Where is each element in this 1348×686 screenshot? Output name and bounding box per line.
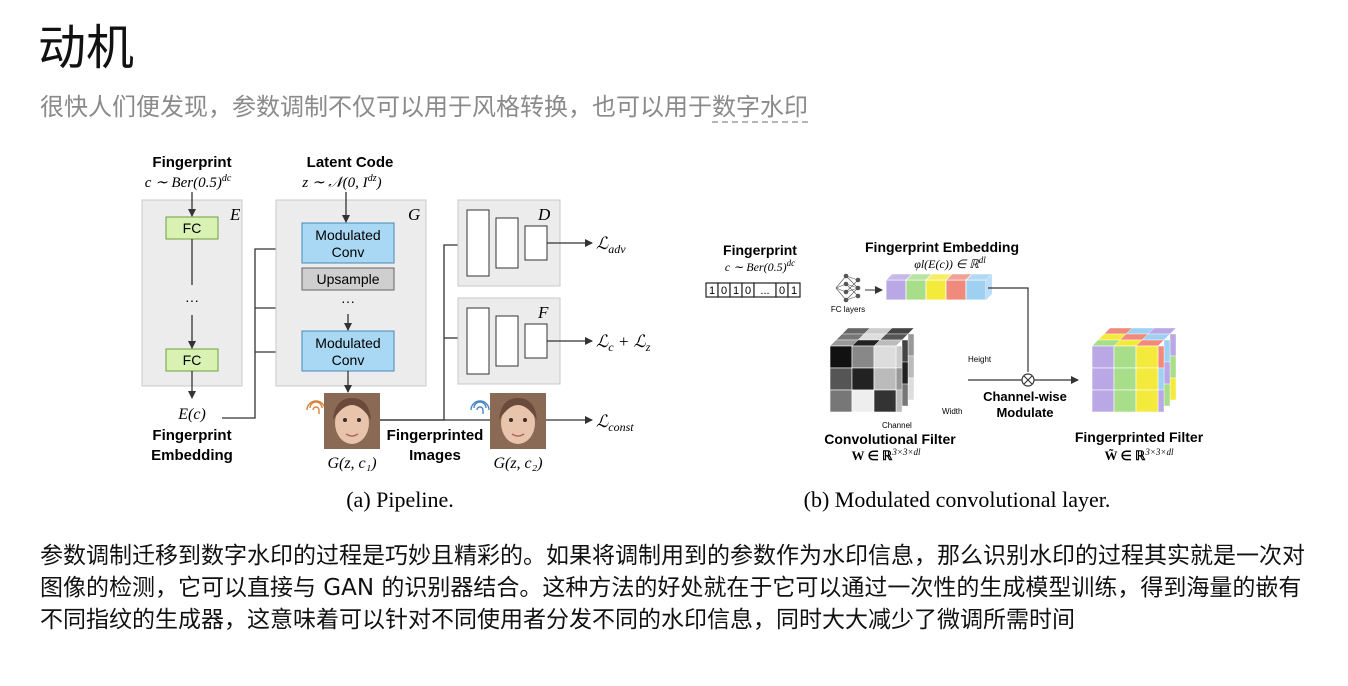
cube-cell xyxy=(829,345,853,369)
pipeline-fingerprint-label: Fingerprint xyxy=(152,154,231,171)
fp-filter-label: Fingerprinted Filter xyxy=(1075,429,1204,445)
cube-cell xyxy=(829,367,853,391)
upsample-label: Upsample xyxy=(316,271,379,287)
modconv-top-line1: Modulated xyxy=(315,227,380,243)
fc-bottom-label: FC xyxy=(183,352,202,368)
width-label: Width xyxy=(942,407,962,416)
pipeline-diagram: Fingerprint c ∼ Ber(0.5)dc Latent Code z… xyxy=(141,154,651,512)
cube-cell xyxy=(873,345,897,369)
embedding-cell xyxy=(945,279,967,301)
g1-label: G(z, c₁) xyxy=(327,455,376,472)
modulate-line1: Channel-wise xyxy=(983,389,1067,404)
loss-adv: ℒadv xyxy=(596,234,626,256)
bit-value: 1 xyxy=(733,285,739,297)
fp-filter-formula: W̃ ∈ ℝ3×3×dl xyxy=(1104,447,1174,463)
slide-title: 动机 xyxy=(38,20,135,76)
fc-layers-icon xyxy=(835,273,861,303)
pipeline-fingerprint-formula: c ∼ Ber(0.5)dc xyxy=(145,173,232,191)
pipeline-embedding-line1: Fingerprint xyxy=(152,427,231,444)
cube-cell xyxy=(851,367,875,391)
embedding-cell xyxy=(885,279,907,301)
cube-cell xyxy=(873,389,897,413)
modconv-bottom-line1: Modulated xyxy=(315,335,380,351)
bit-value: 0 xyxy=(779,285,785,297)
fingerprinted-images-line1: Fingerprinted xyxy=(387,427,484,444)
loss-cz: ℒc + ℒz xyxy=(596,332,651,354)
g2-label: G(z, c₂) xyxy=(493,455,542,472)
encoder-letter: E xyxy=(229,205,241,224)
cube-cell xyxy=(851,389,875,413)
upsample-box xyxy=(301,267,395,291)
cube-cell xyxy=(1135,367,1159,391)
bit-value: 1 xyxy=(709,285,715,297)
fingerprint-icon-2 xyxy=(470,400,490,414)
cube-cell xyxy=(1113,367,1137,391)
cube-cell xyxy=(1113,389,1137,413)
conv-filter-cube xyxy=(829,327,915,413)
cube-cell xyxy=(851,345,875,369)
embedding-cell xyxy=(905,279,927,301)
cube-cell xyxy=(1091,367,1115,391)
bit-value: 0 xyxy=(721,285,727,297)
face-image-2 xyxy=(490,393,546,449)
ec-label: E(c) xyxy=(177,406,206,423)
bit-value: 1 xyxy=(791,285,797,297)
embedding-cell xyxy=(965,279,987,301)
modconv-embedding-label: Fingerprint Embedding xyxy=(865,239,1019,255)
embedding-cell xyxy=(925,279,947,301)
latent-code-label: Latent Code xyxy=(307,154,394,171)
cube-cell xyxy=(1091,389,1115,413)
bit-value: ... xyxy=(760,285,769,297)
modconv-top-line2: Conv xyxy=(332,244,365,260)
fc-top-label: FC xyxy=(183,220,202,236)
disc-letter: D xyxy=(537,205,551,224)
cube-cell xyxy=(1113,345,1137,369)
cube-cell xyxy=(1091,345,1115,369)
bit-value: 0 xyxy=(745,285,751,297)
slide-subtitle: 很快人们便发现，参数调制不仅可以用于风格转换，也可以用于数字水印 xyxy=(40,90,808,124)
cube-cell xyxy=(1135,345,1159,369)
body-paragraph: 参数调制迁移到数字水印的过程是巧妙且精彩的。如果将调制用到的参数作为水印信息，那… xyxy=(40,543,1305,633)
fc-layers-label: FC layers xyxy=(831,305,865,314)
conv-filter-formula: W ∈ ℝ3×3×dl xyxy=(851,447,921,463)
height-label: Height xyxy=(968,355,992,364)
modulated-conv-top xyxy=(301,222,395,264)
modconv-fingerprint-formula: c ∼ Ber(0.5)dc xyxy=(725,258,795,274)
encoder-dots: ··· xyxy=(185,292,199,308)
generator-dots: ··· xyxy=(341,293,355,309)
face-image-1 xyxy=(324,393,380,449)
bit-cell xyxy=(787,282,801,298)
figure-svg: Fingerprint c ∼ Ber(0.5)dc Latent Code z… xyxy=(141,154,1204,512)
channel-label: Channel xyxy=(882,421,912,430)
cube-cell xyxy=(873,367,897,391)
modconv-fingerprint-label: Fingerprint xyxy=(723,242,797,258)
embedding-vector xyxy=(885,273,993,301)
cube-cell xyxy=(829,389,853,413)
generator-letter: G xyxy=(408,205,420,224)
modconv-bottom-line2: Conv xyxy=(332,352,365,368)
latent-code-formula: z ∼ 𝒩(0, Idz) xyxy=(301,173,381,191)
conv-filter-label: Convolutional Filter xyxy=(824,431,956,447)
cube-cell xyxy=(1135,389,1159,413)
loss-const: ℒconst xyxy=(596,412,634,434)
pipeline-embedding-line2: Embedding xyxy=(151,447,233,464)
modulated-conv-bottom xyxy=(301,330,395,372)
fingerprint-icon xyxy=(306,400,326,414)
f-letter: F xyxy=(537,303,549,322)
subtitle-text: 很快人们便发现，参数调制不仅可以用于风格转换，也可以用于 xyxy=(40,93,712,121)
fingerprinted-filter-cube xyxy=(1091,327,1177,413)
modconv-caption: (b) Modulated convolutional layer. xyxy=(804,487,1111,512)
fingerprinted-images-line2: Images xyxy=(409,447,461,464)
pipeline-caption: (a) Pipeline. xyxy=(346,487,454,512)
subtitle-link[interactable]: 数字水印 xyxy=(712,93,808,123)
figure: Fingerprint c ∼ Ber(0.5)dc Latent Code z… xyxy=(130,140,1340,530)
modconv-embedding-formula: φl(E(c)) ∈ ℝdl xyxy=(914,255,986,271)
modulate-line2: Modulate xyxy=(996,405,1053,420)
